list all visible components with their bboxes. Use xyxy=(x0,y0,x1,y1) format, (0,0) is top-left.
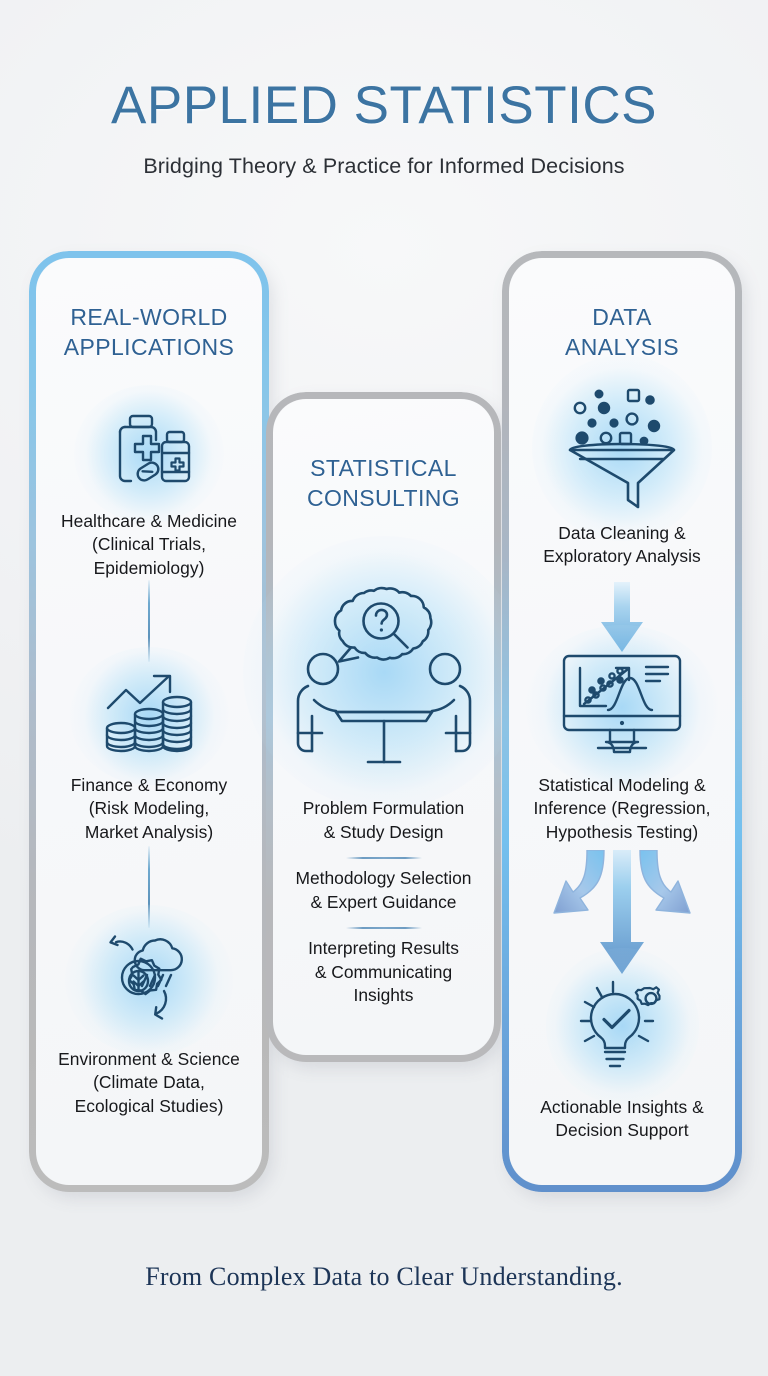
center-item-3-line-2: & Communicating xyxy=(314,961,453,982)
page-header: APPLIED STATISTICS Bridging Theory & Pra… xyxy=(0,78,768,179)
right-item-2-caption: Statistical Modeling & Inference (Regres… xyxy=(497,774,747,844)
right-item-1-caption: Data Cleaning & Exploratory Analysis xyxy=(499,522,745,569)
growth-chart-coins-icon xyxy=(69,647,229,785)
left-column-heading: REAL-WORLD APPLICATIONS xyxy=(36,302,262,363)
center-column-heading: STATISTICAL CONSULTING xyxy=(273,453,494,514)
medical-kit-icon xyxy=(74,385,224,523)
right-heading-line-1: DATA xyxy=(592,304,652,330)
left-item-3-line-3: Ecological Studies) xyxy=(74,1095,224,1116)
right-item-3-line-1: Actionable Insights & xyxy=(540,1097,704,1117)
right-item-2-line-1: Statistical Modeling & xyxy=(538,775,706,795)
panel-statistical-consulting[interactable]: STATISTICAL CONSULTING xyxy=(243,399,525,1055)
left-connector-2 xyxy=(148,846,150,928)
left-item-1-line-3: Epidemiology) xyxy=(93,557,205,578)
page-footer-tagline: From Complex Data to Clear Understanding… xyxy=(145,1262,623,1291)
right-column-heading: DATA ANALYSIS xyxy=(509,302,735,363)
monitor-regression-chart-icon xyxy=(526,624,718,790)
right-item-3-line-2: Decision Support xyxy=(555,1120,689,1141)
panel-data-analysis[interactable]: DATA ANALYSIS Data Cleaning & Explorator… xyxy=(509,258,735,1185)
left-item-3-line-2: (Climate Data, xyxy=(93,1072,205,1093)
center-item-1: Problem Formulation & Study Design xyxy=(273,797,494,844)
left-item-1-line-2: (Clinical Trials, xyxy=(92,534,206,555)
left-item-2-line-1: Finance & Economy xyxy=(70,775,228,795)
center-item-1-line-1: Problem Formulation xyxy=(302,798,465,818)
branching-arrows-icon xyxy=(530,849,714,982)
lightbulb-gear-check-icon xyxy=(545,948,699,1104)
right-item-2-line-2: Inference (Regression, xyxy=(533,798,711,819)
center-item-3: Interpreting Results & Communicating Ins… xyxy=(273,937,494,1008)
center-heading-line-2: CONSULTING xyxy=(306,485,461,512)
center-item-3-line-1: Interpreting Results xyxy=(308,938,459,958)
left-connector-1 xyxy=(148,580,150,662)
right-item-1-line-1: Data Cleaning & xyxy=(558,523,686,543)
left-heading-line-1: REAL-WORLD xyxy=(70,304,228,330)
page-title: APPLIED STATISTICS xyxy=(111,76,657,135)
center-item-2-line-1: Methodology Selection xyxy=(295,868,472,888)
center-item-2: Methodology Selection & Expert Guidance xyxy=(273,867,494,914)
center-item-1-line-2: & Study Design xyxy=(323,821,444,842)
left-heading-line-2: APPLICATIONS xyxy=(63,334,235,361)
left-item-3-caption: Environment & Science (Climate Data, Eco… xyxy=(24,1048,274,1118)
consulting-meeting-icon xyxy=(243,535,525,809)
center-divider-2 xyxy=(345,927,422,929)
center-item-3-line-3: Insights xyxy=(353,985,414,1006)
left-item-3-line-1: Environment & Science xyxy=(58,1049,240,1069)
page-subtitle: Bridging Theory & Practice for Informed … xyxy=(143,153,625,178)
right-item-3-caption: Actionable Insights & Decision Support xyxy=(499,1096,745,1143)
right-item-2-line-3: Hypothesis Testing) xyxy=(545,821,699,842)
left-item-2-line-3: Market Analysis) xyxy=(84,821,214,842)
panel-real-world-applications[interactable]: REAL-WORLD APPLICATIONS Healthcare & Med… xyxy=(36,258,262,1185)
left-item-1-caption: Healthcare & Medicine (Clinical Trials, … xyxy=(28,510,270,580)
eco-gear-cloud-icon xyxy=(65,905,233,1055)
left-item-2-caption: Finance & Economy (Risk Modeling, Market… xyxy=(28,774,270,844)
center-divider-1 xyxy=(345,857,422,859)
data-funnel-icon xyxy=(532,355,712,541)
right-item-1-line-2: Exploratory Analysis xyxy=(543,546,701,567)
center-item-2-line-2: & Expert Guidance xyxy=(310,891,457,912)
center-heading-line-1: STATISTICAL xyxy=(310,455,457,481)
left-item-1-line-1: Healthcare & Medicine xyxy=(60,511,237,531)
left-item-2-line-2: (Risk Modeling, xyxy=(88,798,210,819)
